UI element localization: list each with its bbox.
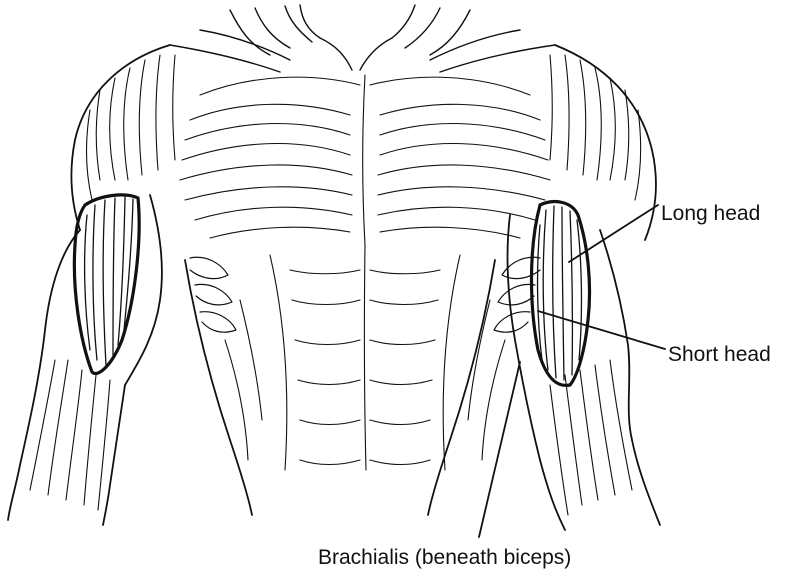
label-short-head: Short head [668,343,771,366]
deltoid-fibers [86,55,640,200]
label-brachialis: Brachialis (beneath biceps) [318,546,571,569]
short-head-leader-line [538,311,665,349]
pectoral-fibers [180,75,550,245]
left-biceps [74,195,139,374]
right-biceps [532,202,590,386]
abdominal-fibers [225,245,505,470]
forearm-fibers [30,360,632,515]
brachialis-leader-line [479,362,520,537]
label-long-head: Long head [661,202,760,225]
neck-and-trapezius [170,5,555,72]
torso-illustration [8,5,660,530]
